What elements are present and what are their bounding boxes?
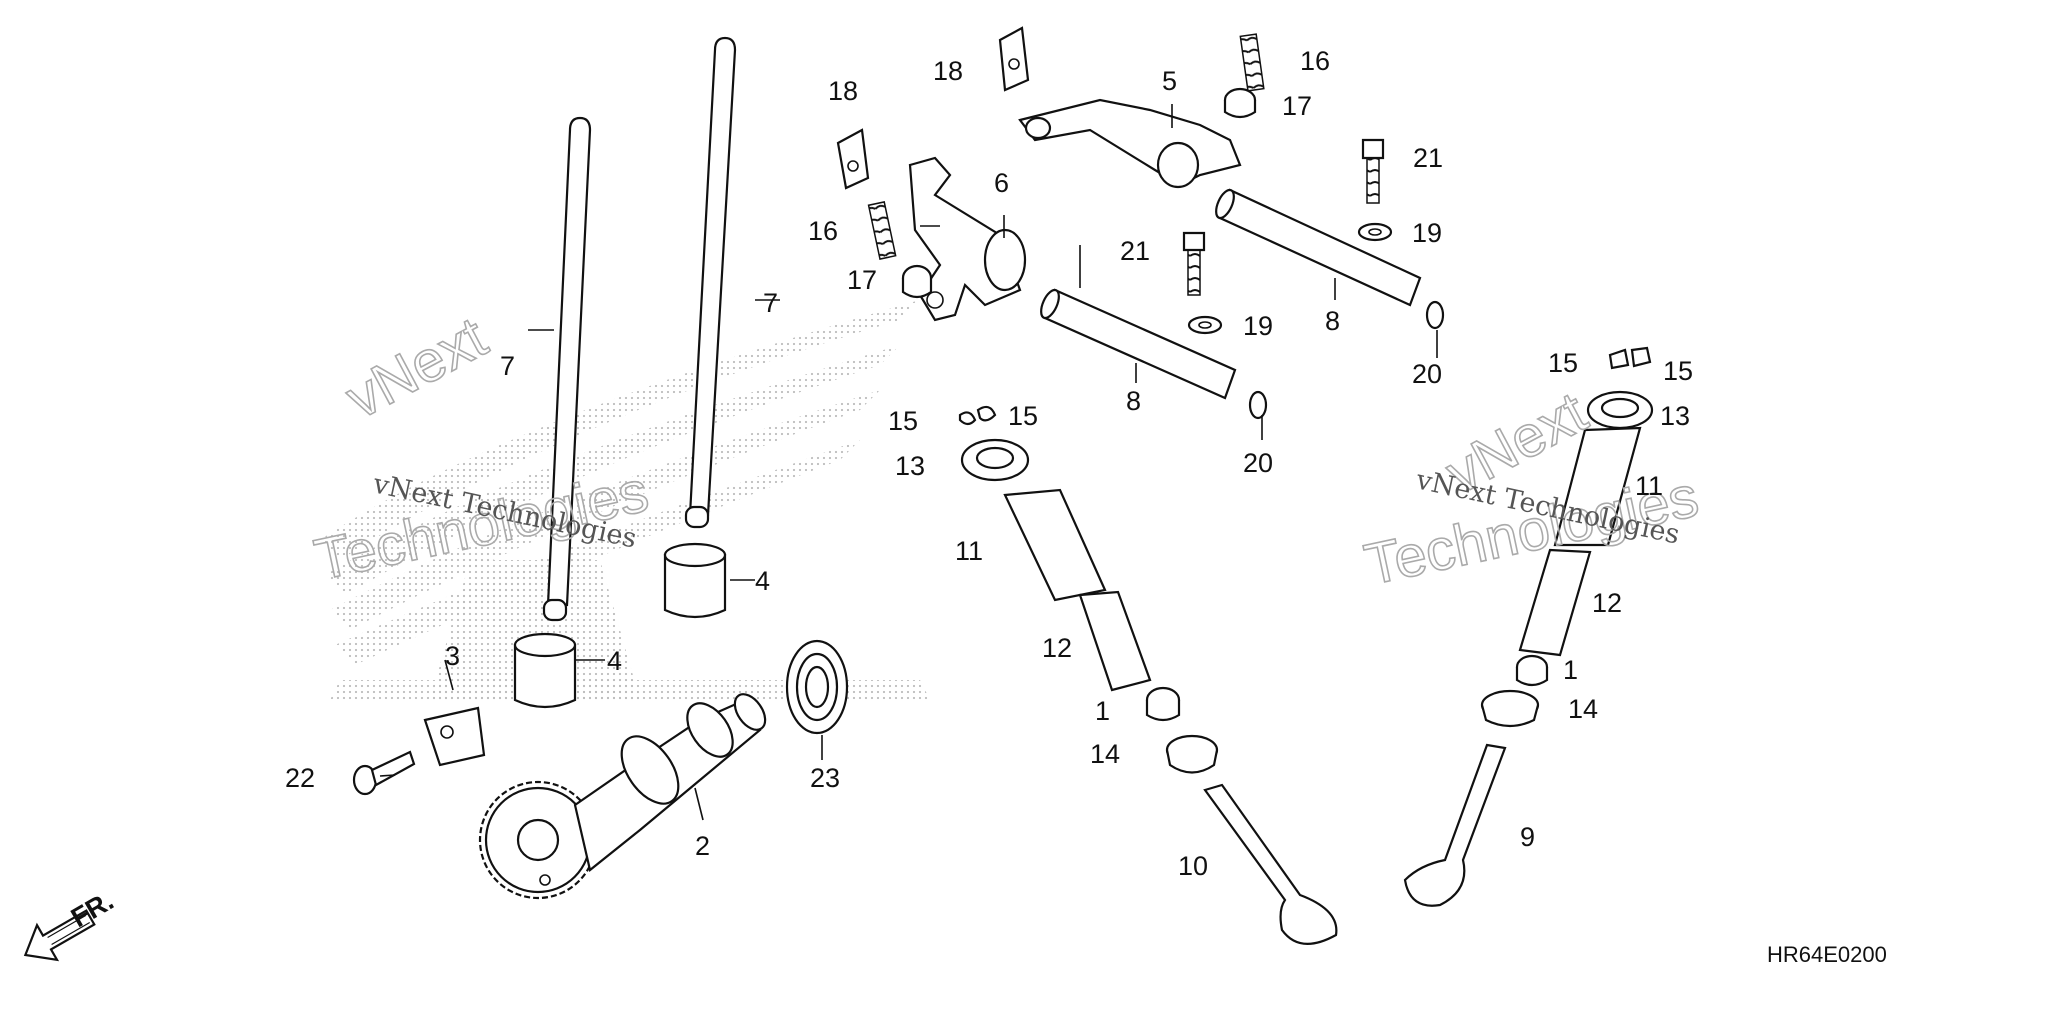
callout-8-lower: 8 [1126, 386, 1141, 416]
callout-9: 9 [1520, 822, 1535, 852]
adjusting-screw-left [867, 201, 897, 260]
callout-1-right: 1 [1563, 655, 1578, 685]
callout-labels: 1 1 2 3 4 4 5 6 7 7 8 8 9 10 11 11 12 12… [285, 46, 1693, 881]
set-plate [423, 706, 486, 767]
callout-19-upper: 19 [1412, 218, 1442, 248]
callout-14-left: 14 [1090, 739, 1120, 769]
exhaust-valve [1203, 783, 1338, 945]
outer-spring-left [1003, 488, 1107, 602]
brand-wing-background [320, 300, 930, 700]
callout-7-right: 7 [763, 288, 778, 318]
valve-cotters-left [958, 405, 997, 426]
flange-bolt [352, 750, 416, 796]
adjusting-screw-right [1239, 33, 1265, 92]
stem-seal-right [1515, 654, 1549, 687]
rocker-plate-left [836, 128, 870, 190]
callout-7-left: 7 [500, 351, 515, 381]
callout-5: 5 [1162, 66, 1177, 96]
lock-nut-right [1223, 87, 1257, 119]
callout-21-lower: 21 [1120, 236, 1150, 266]
diagram-code: HR64E0200 [1767, 942, 1887, 967]
tappet-left [513, 632, 577, 709]
front-direction-arrow [23, 909, 96, 962]
push-rod-left [542, 116, 592, 622]
washer-19-upper [1357, 222, 1393, 242]
lock-nut-left [901, 264, 933, 299]
bolt-21-upper [1361, 138, 1385, 204]
callout-14-right: 14 [1568, 694, 1598, 724]
callout-21-upper: 21 [1413, 143, 1443, 173]
outer-spring-right [1553, 426, 1642, 547]
rocker-shaft-upper [1215, 188, 1422, 307]
callout-2: 2 [695, 831, 710, 861]
callout-4-lower: 4 [607, 646, 622, 676]
radial-bearing [785, 639, 849, 735]
camshaft [478, 693, 767, 900]
spring-seat-left [1165, 734, 1219, 774]
callout-22: 22 [285, 763, 315, 793]
callout-18-left: 18 [828, 76, 858, 106]
callout-12-right: 12 [1592, 588, 1622, 618]
watermark-brand-big-left: vNext [336, 304, 497, 431]
intake-valve [1403, 743, 1507, 907]
callout-18-right: 18 [933, 56, 963, 86]
callout-15-b: 15 [1008, 401, 1038, 431]
rocker-plate-right [998, 26, 1030, 92]
callout-11-left: 11 [955, 536, 983, 566]
callout-4-upper: 4 [755, 566, 770, 596]
spring-retainer-left [960, 438, 1030, 482]
inner-spring-left [1078, 590, 1152, 692]
callout-16-right: 16 [1300, 46, 1330, 76]
bolt-21-lower [1182, 231, 1206, 296]
inner-spring-right [1518, 548, 1592, 657]
valve-cotters-right [1608, 346, 1652, 370]
callout-23: 23 [810, 763, 840, 793]
callout-13-left: 13 [895, 451, 925, 481]
spring-seat-right [1480, 689, 1540, 728]
callout-12-left: 12 [1042, 633, 1072, 663]
callout-20-lower: 20 [1243, 448, 1273, 478]
push-rod-right [684, 36, 737, 529]
rocker-shaft-lower [1040, 288, 1237, 400]
callout-16-left: 16 [808, 216, 838, 246]
callout-15-c: 15 [1548, 348, 1578, 378]
rocker-arm-upper [1018, 98, 1242, 189]
callout-15-d: 15 [1663, 356, 1693, 386]
rocker-arm-lower [908, 156, 1027, 322]
callout-10: 10 [1178, 851, 1208, 881]
callout-6: 6 [994, 168, 1009, 198]
spring-retainer-right [1586, 390, 1654, 430]
callout-15-a: 15 [888, 406, 918, 436]
callout-13-right: 13 [1660, 401, 1690, 431]
callout-19-lower: 19 [1243, 311, 1273, 341]
callout-8-upper: 8 [1325, 306, 1340, 336]
o-ring-20-lower [1248, 390, 1268, 420]
leader-lines [379, 104, 1438, 821]
callout-17-right: 17 [1282, 91, 1312, 121]
callout-1-left: 1 [1095, 696, 1110, 726]
callout-11-right: 11 [1635, 471, 1663, 501]
o-ring-20-upper [1425, 300, 1445, 330]
tappet-right [663, 542, 727, 619]
stem-seal-left [1145, 686, 1181, 722]
callout-20-upper: 20 [1412, 359, 1442, 389]
callout-17-left: 17 [847, 265, 877, 295]
callout-3: 3 [445, 641, 460, 671]
washer-19-lower [1187, 315, 1223, 335]
